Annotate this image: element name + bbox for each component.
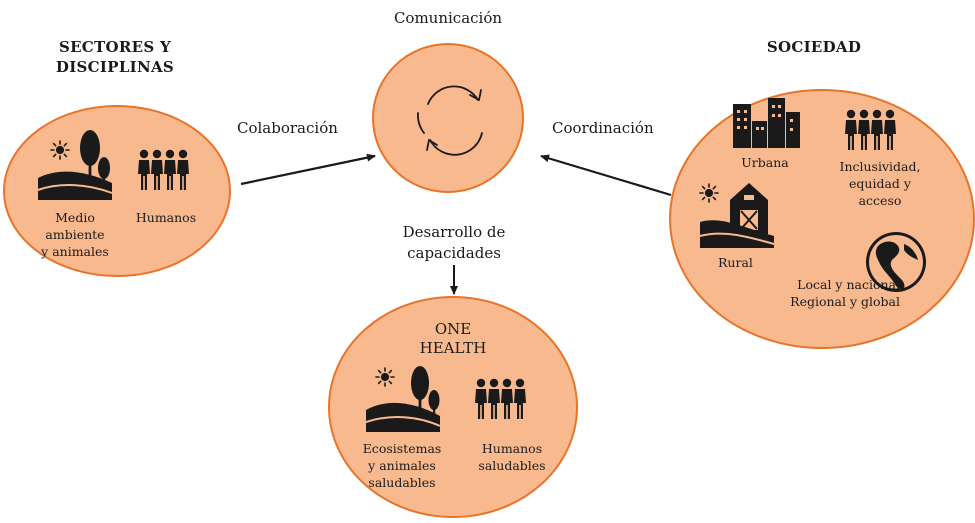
scope-label-line: Local y nacional (797, 277, 900, 292)
environment-label-line: Medio (55, 210, 95, 225)
environment-label-line: y animales (41, 244, 109, 259)
collaboration-label: Colaboración (237, 119, 338, 137)
scope-label-line: Regional y global (790, 294, 900, 309)
environment-label-line: ambiente (45, 227, 105, 242)
capacity-label: Desarrollo de capacidades (364, 222, 544, 264)
capacity-label-line: capacidades (407, 244, 501, 262)
inclusion-label-line: equidad y (849, 176, 911, 191)
one-health-title-line: ONE (434, 320, 472, 338)
sun-icon (375, 367, 395, 387)
scope-label: Local y nacional Regional y global (740, 276, 900, 310)
right-title: SOCIEDAD (766, 38, 862, 56)
communication-label: Comunicación (393, 9, 503, 27)
ecosystems-label: Ecosistemas y animales saludables (352, 440, 452, 491)
inclusion-label: Inclusividad, equidad y acceso (825, 158, 935, 209)
arrow-coordination (540, 154, 672, 197)
ecosystems-label-line: Ecosistemas (362, 441, 442, 456)
center-circle (372, 43, 524, 193)
humans-label: Humanos (135, 210, 197, 225)
left-title: SECTORES Y DISCIPLINAS (30, 37, 200, 77)
buildings-icon (733, 98, 800, 148)
left-title-line: SECTORES Y (58, 38, 172, 56)
trees-icon (80, 130, 110, 189)
inclusion-label-line: acceso (858, 193, 902, 208)
one-health-title: ONE HEALTH (393, 320, 513, 358)
capacity-label-line: Desarrollo de (402, 223, 506, 241)
environment-label: Medio ambiente y animales (30, 209, 120, 260)
sun-icon (50, 140, 70, 160)
sun-icon (699, 183, 719, 203)
arrow-collaboration (240, 153, 376, 186)
rural-label: Rural (718, 255, 753, 270)
one-health-title-line: HEALTH (419, 339, 487, 357)
inclusion-label-line: Inclusividad, (839, 159, 921, 174)
cycle-icon (417, 85, 483, 156)
ecosystems-label-line: saludables (368, 475, 436, 490)
coordination-label: Coordinación (552, 119, 654, 137)
ecosystems-label-line: y animales (368, 458, 436, 473)
healthy-humans-label: Humanos saludables (462, 440, 562, 474)
healthy-humans-label-line: saludables (478, 458, 546, 473)
bottom-circle (328, 296, 578, 518)
globe-icon (866, 232, 926, 292)
barn-icon (730, 183, 768, 237)
left-title-line: DISCIPLINAS (55, 58, 175, 76)
healthy-humans-label-line: Humanos (481, 441, 543, 456)
urban-label: Urbana (741, 155, 789, 170)
